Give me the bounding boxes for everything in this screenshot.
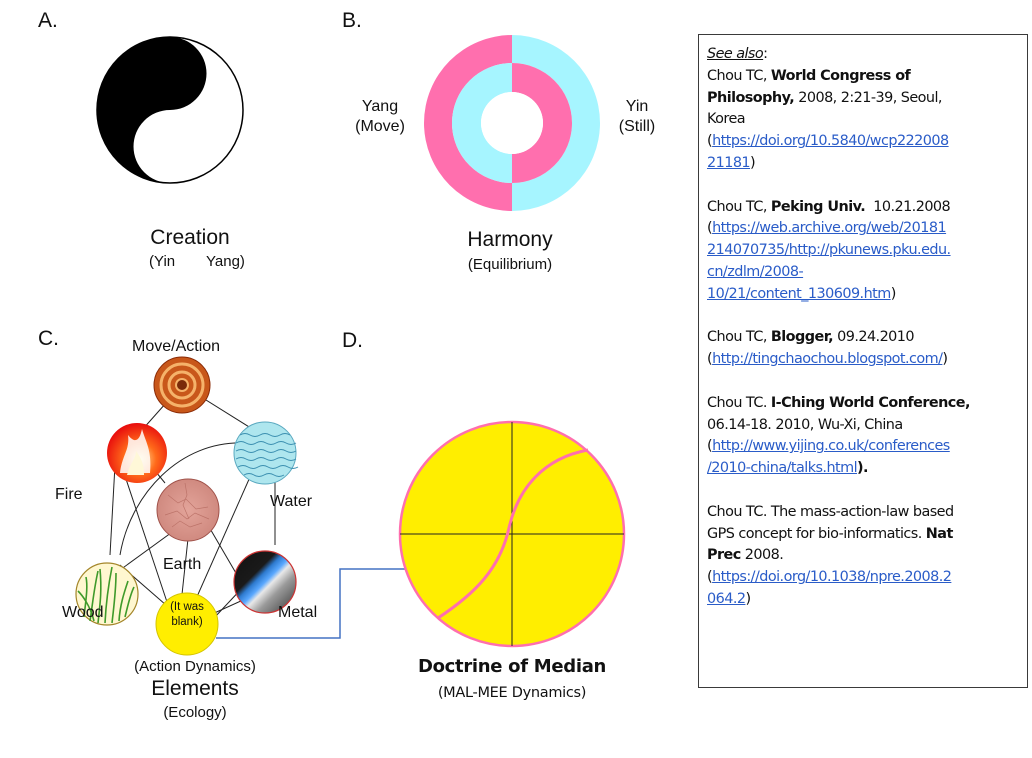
median-circle-symbol: [398, 420, 626, 648]
ref-5-link-cont[interactable]: 064.2: [707, 590, 746, 607]
harmony-rings-symbol: [424, 35, 600, 211]
fire-label: Fire: [55, 486, 83, 503]
harmony-sub: (Equilibrium): [467, 256, 553, 273]
panel-a-letter: A.: [38, 9, 58, 32]
yang-label: Yang(Move): [355, 98, 405, 135]
ecology-label: (Ecology): [163, 704, 227, 721]
elements-diagram: [75, 356, 299, 656]
yin-yang-symbol: [96, 36, 244, 184]
panel-c-letter: C.: [38, 327, 59, 350]
ref-2: Chou TC, Peking Univ. 10.21.2008 (https:…: [707, 198, 951, 302]
ref-1-link[interactable]: https://doi.org/10.5840/wcp222008: [712, 133, 949, 150]
ref-4-link-cont[interactable]: /2010-china/talks.html: [707, 460, 858, 477]
earth-label: Earth: [163, 556, 202, 573]
panel-d-letter: D.: [342, 329, 363, 352]
metal-label: Metal: [278, 604, 318, 621]
harmony-caption: Harmony: [467, 228, 553, 251]
ref-4: Chou TC. I-Ching World Conference, 06.14…: [707, 394, 970, 477]
water-label: Water: [270, 493, 313, 510]
action-dynamics-label: (Action Dynamics): [134, 658, 256, 675]
ref-3-link[interactable]: http://tingchaochou.blogspot.com/: [712, 351, 943, 368]
ref-2-link-cont-1[interactable]: 214070735/http://pkunews.pku.edu.: [707, 242, 951, 259]
ref-1-link-cont[interactable]: 21181: [707, 154, 751, 171]
move-action-label: Move/Action: [132, 338, 221, 355]
ref-3: Chou TC, Blogger, 09.24.2010 (http://tin…: [707, 329, 948, 368]
ref-2-link-cont-2[interactable]: cn/zdlm/2008-: [707, 263, 804, 280]
creation-sub-yin: (Yin: [149, 253, 176, 270]
references-box: See also: Chou TC, World Congress of Phi…: [698, 34, 1028, 688]
ref-1: Chou TC, World Congress of Philosophy, 2…: [707, 67, 949, 171]
wood-node: [75, 562, 139, 626]
see-also-heading: See also:: [707, 46, 768, 62]
creation-caption: Creation: [150, 226, 230, 249]
move-action-node: [153, 356, 211, 414]
median-caption: Doctrine of Median: [417, 656, 607, 677]
water-node: [233, 421, 299, 485]
ref-2-link-cont-3[interactable]: 10/21/content_130609.htm: [707, 285, 891, 302]
ref-5: Chou TC. The mass-action-law based GPS c…: [707, 503, 954, 607]
earth-node: [156, 478, 220, 542]
elements-caption: Elements: [151, 677, 239, 700]
wood-label: Wood: [62, 604, 104, 621]
yin-label: Yin(Still): [618, 98, 656, 135]
ref-4-link[interactable]: http://www.yijing.co.uk/conferences: [712, 438, 950, 455]
creation-sub-yang: Yang): [206, 253, 245, 270]
ref-2-link[interactable]: https://web.archive.org/web/20181: [712, 220, 947, 237]
center-blank-node: [155, 592, 219, 656]
ref-5-link[interactable]: https://doi.org/10.1038/npre.2008.2: [712, 569, 952, 586]
panel-b-letter: B.: [342, 9, 362, 32]
median-sub: (MAL-MEE Dynamics): [437, 685, 587, 701]
fire-node: [107, 423, 167, 483]
metal-node: [233, 550, 297, 614]
